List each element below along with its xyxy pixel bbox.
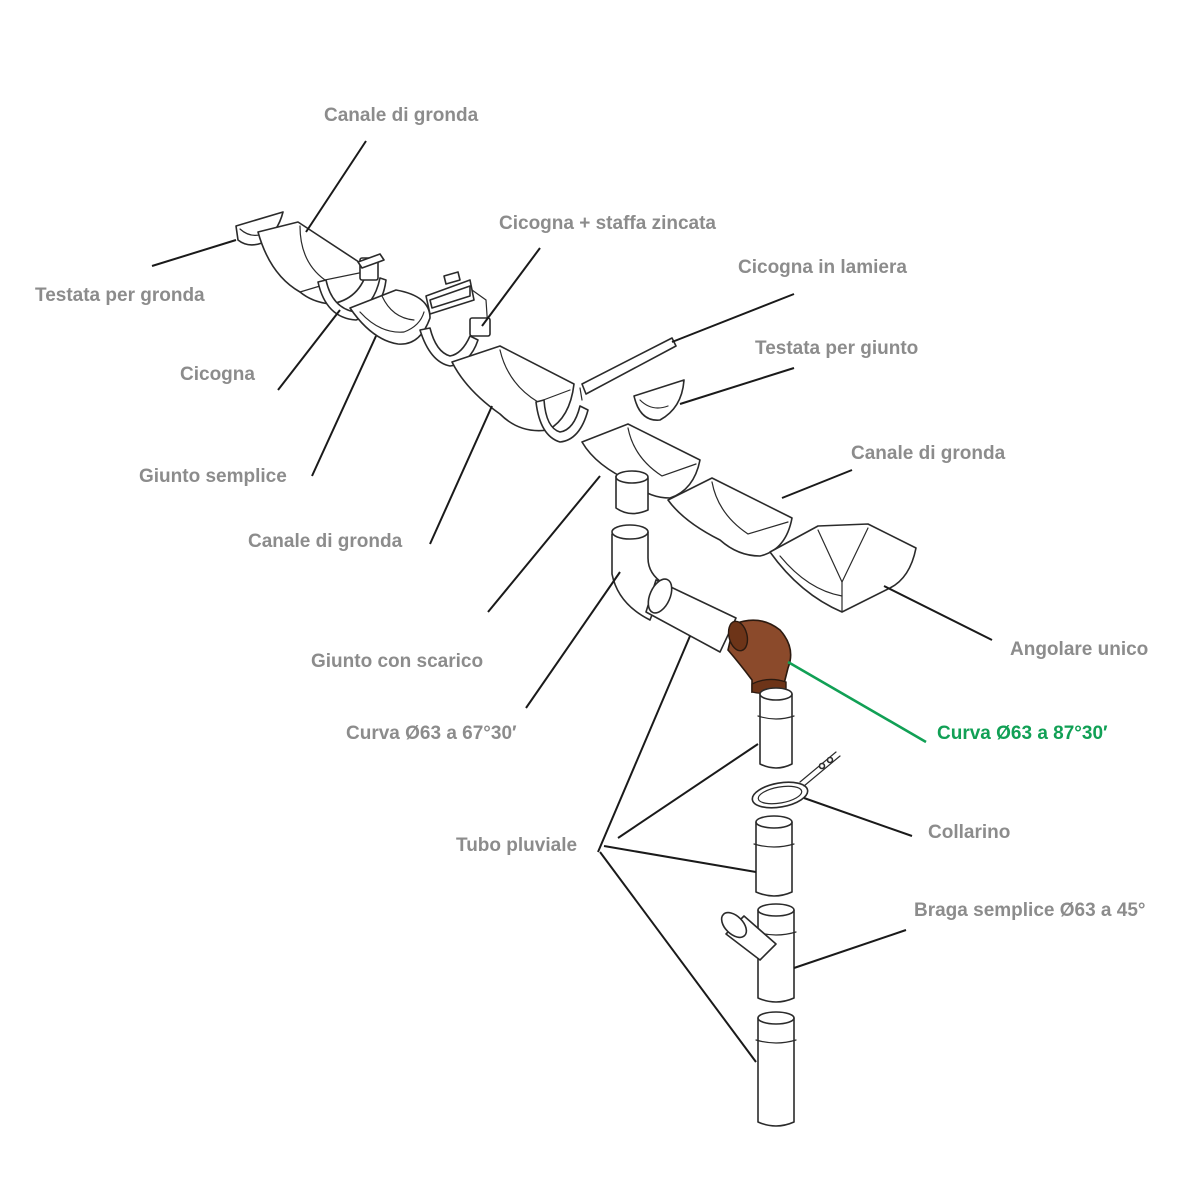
leader-giunto-semplice xyxy=(311,335,377,477)
leader-curva-67 xyxy=(525,571,621,709)
leader-cicogna xyxy=(277,309,341,391)
callout-labels: Canale di gronda Testata per gronda Cico… xyxy=(35,105,1148,921)
downpipe-3-part xyxy=(755,1011,797,1127)
elbow-87-highlighted-part xyxy=(727,619,792,695)
leader-testata-gronda xyxy=(151,239,237,267)
simple-joint-part xyxy=(349,289,431,345)
pipe-clamp-part xyxy=(751,751,841,809)
label-curva-67: Curva Ø63 a 67°30′ xyxy=(346,723,517,744)
label-testata-gronda: Testata per gronda xyxy=(35,285,205,306)
leader-collarino xyxy=(803,797,913,837)
label-cicogna: Cicogna xyxy=(180,364,255,385)
leader-testata-giunto xyxy=(679,367,795,405)
label-braga: Braga semplice Ø63 a 45° xyxy=(914,900,1146,921)
label-canale-left: Canale di gronda xyxy=(248,531,403,552)
label-tubo-pluviale: Tubo pluviale xyxy=(456,835,577,856)
leader-tubo-1 xyxy=(597,635,691,853)
label-giunto-scarico: Giunto con scarico xyxy=(311,651,483,672)
label-cicogna-lamiera: Cicogna in lamiera xyxy=(738,257,907,278)
leader-cicogna-staffa xyxy=(481,247,541,327)
gutter-channel-3-part xyxy=(451,345,589,443)
downpipe-1-part xyxy=(757,687,795,769)
leader-tubo-3 xyxy=(603,845,757,873)
outlet-joint-part xyxy=(581,423,701,515)
leader-tubo-2 xyxy=(617,743,759,839)
gutter-channel-1-part xyxy=(257,221,369,305)
label-giunto-semplice: Giunto semplice xyxy=(139,466,287,487)
leader-canale-left xyxy=(429,405,493,545)
sheet-metal-hanger-part xyxy=(579,337,677,401)
downpipe-2-part xyxy=(753,815,795,897)
joint-end-cap-part xyxy=(633,379,685,421)
leader-curva-87 xyxy=(787,660,927,744)
leader-giunto-scarico xyxy=(487,475,601,613)
label-angolare: Angolare unico xyxy=(1010,639,1148,660)
leader-angolare xyxy=(883,585,993,641)
label-canale-top: Canale di gronda xyxy=(324,105,479,126)
label-collarino: Collarino xyxy=(928,822,1010,843)
leader-tubo-4 xyxy=(599,851,757,1063)
leader-canale-top xyxy=(305,140,367,233)
hanger-zinc-bracket-part xyxy=(425,271,491,337)
label-canale-right: Canale di gronda xyxy=(851,443,1006,464)
y-branch-part xyxy=(720,903,797,1003)
label-cicogna-staffa: Cicogna + staffa zincata xyxy=(499,213,716,234)
leader-lines xyxy=(151,140,993,1063)
gutter-parts xyxy=(235,211,917,1127)
label-testata-giunto: Testata per giunto xyxy=(755,338,918,359)
leader-canale-right xyxy=(781,469,853,499)
leader-cicogna-lamiera xyxy=(671,293,795,343)
gutter-channel-4-part xyxy=(667,477,793,557)
label-curva-87: Curva Ø63 a 87°30′ xyxy=(937,723,1108,744)
leader-braga xyxy=(793,929,907,969)
downpipe-short-diagonal-part xyxy=(645,578,737,653)
corner-piece-part xyxy=(769,523,917,613)
